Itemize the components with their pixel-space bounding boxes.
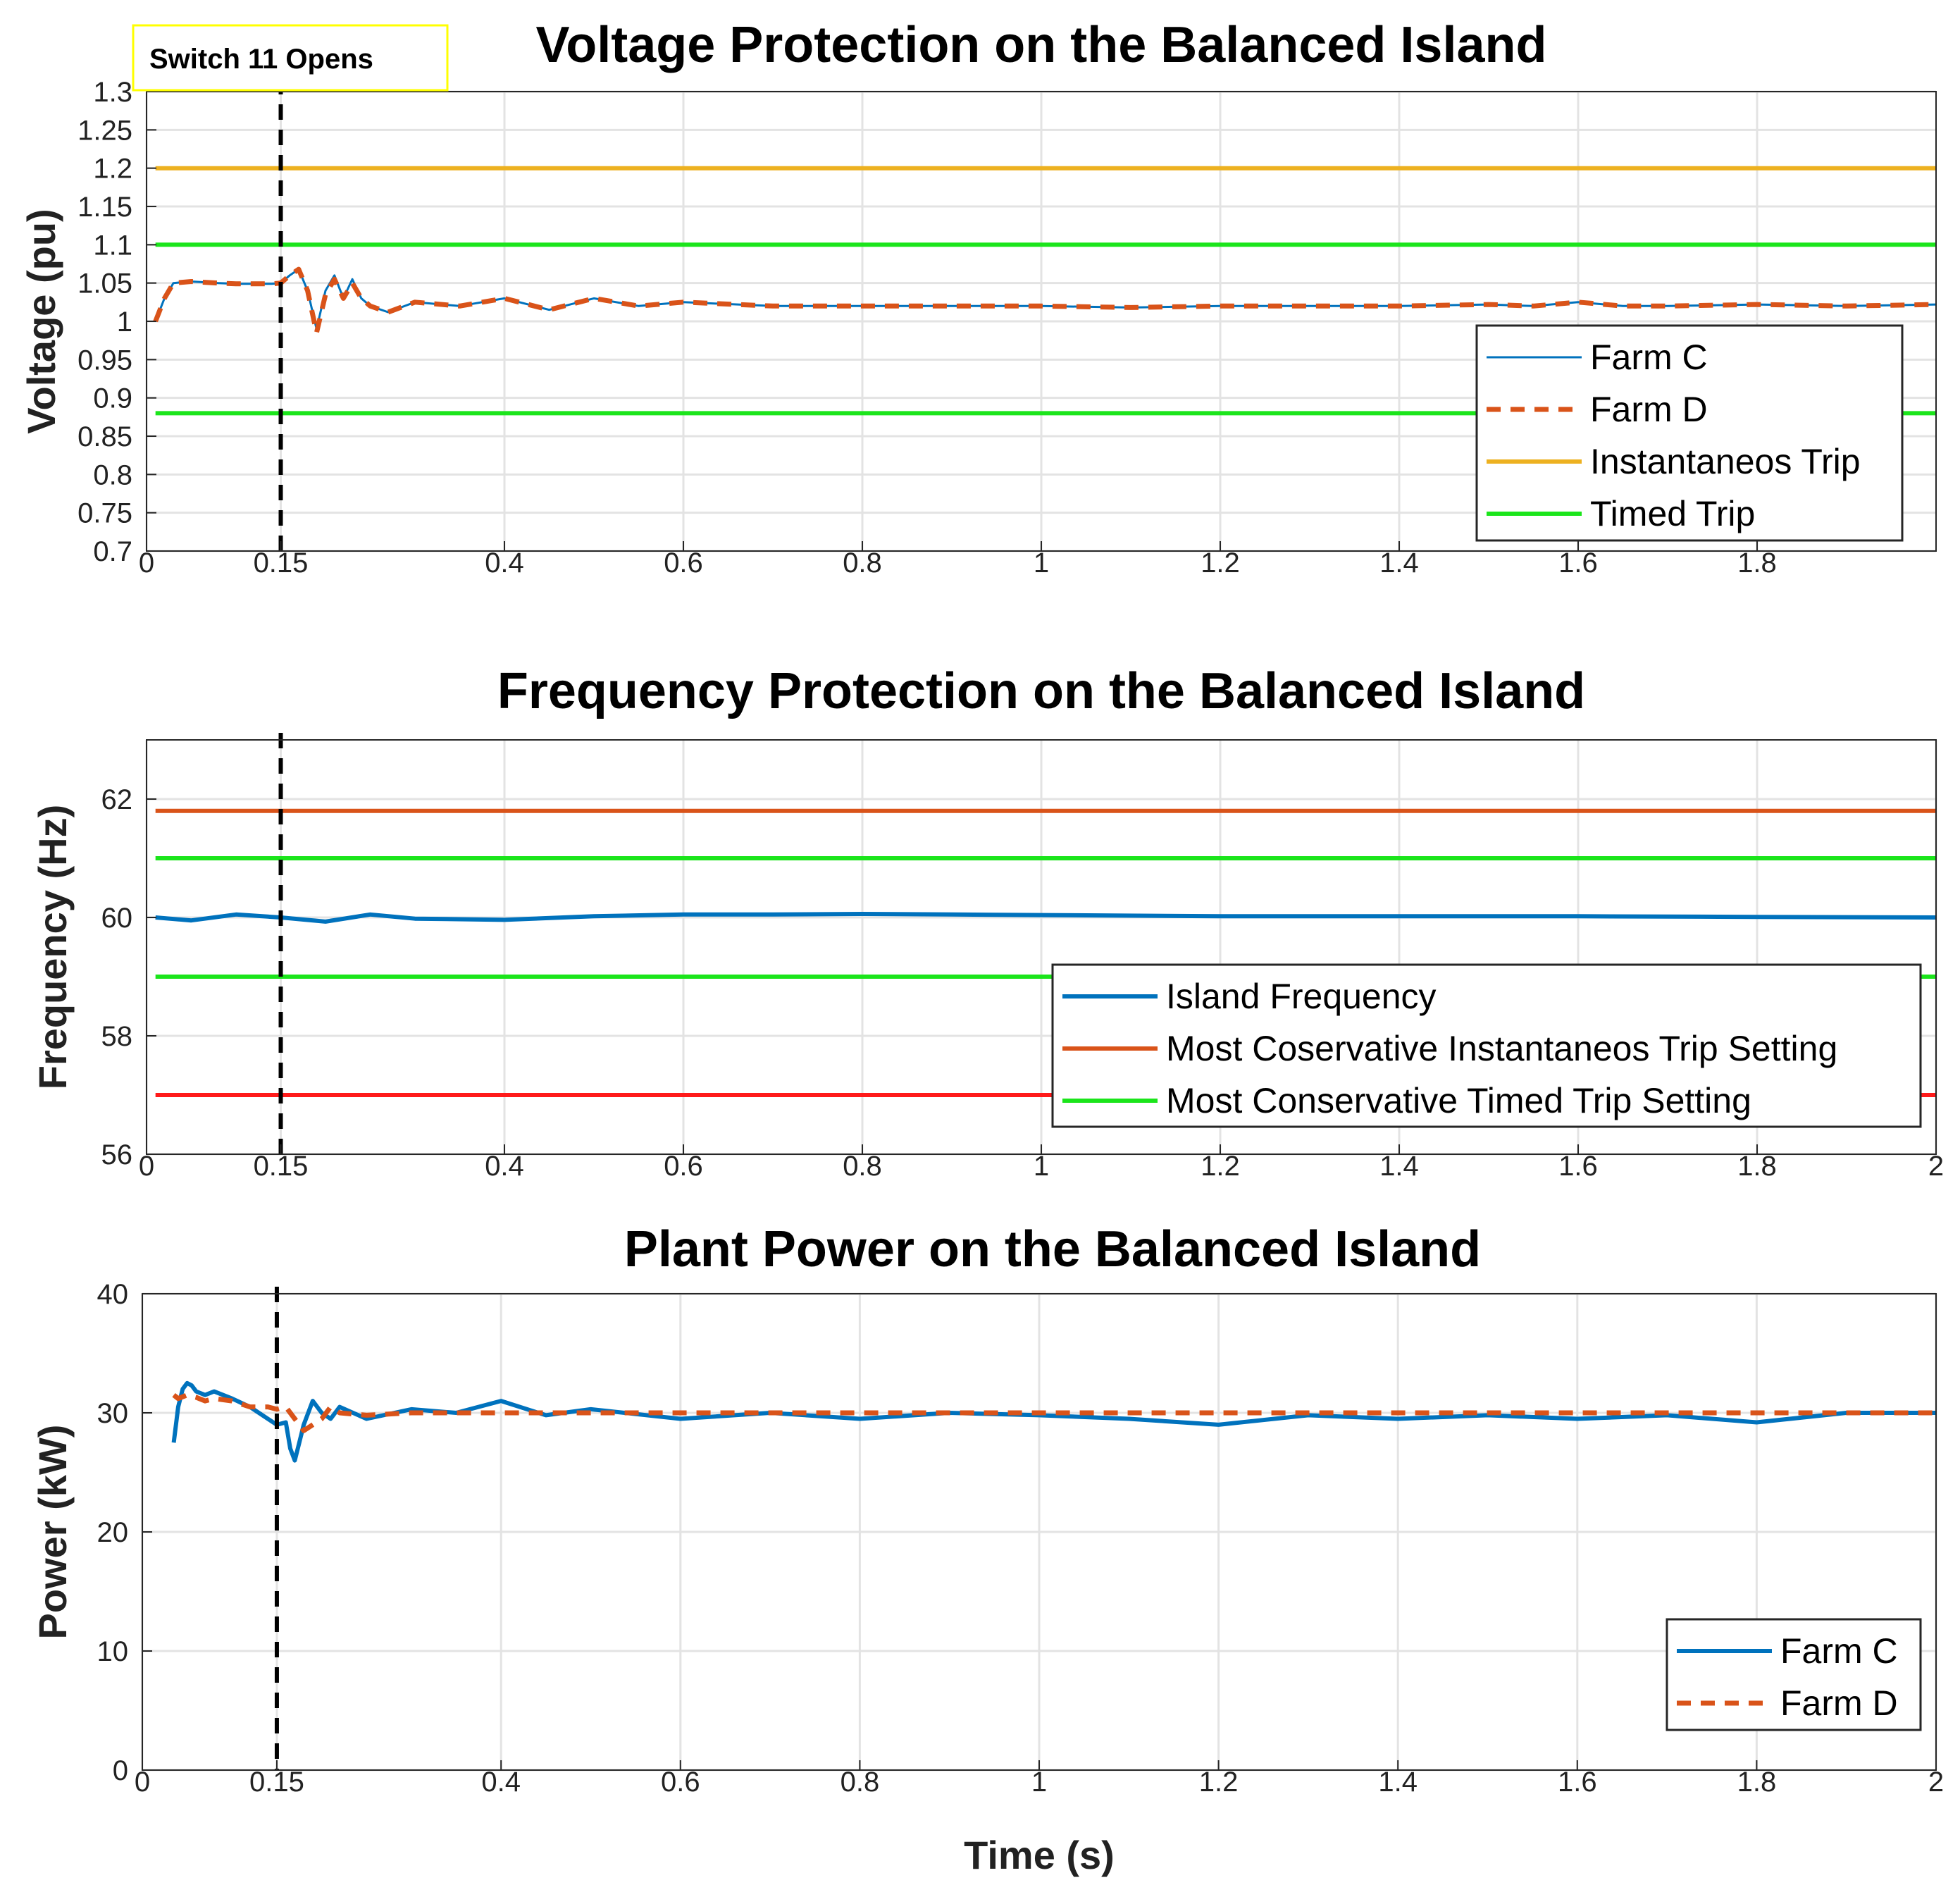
legend-entry: Most Conservative Timed Trip Setting (1166, 1081, 1751, 1120)
y-tick-label: 0 (113, 1755, 128, 1786)
x-tick-label: 0.8 (843, 1151, 882, 1182)
x-tick-label: 1.2 (1199, 1767, 1239, 1798)
legend-entry: Most Coservative Instantaneos Trip Setti… (1166, 1029, 1837, 1068)
x-tick-label: 1.8 (1737, 1151, 1777, 1182)
x-tick-label: 0 (139, 548, 154, 579)
x-tick-label: 1.2 (1201, 1151, 1240, 1182)
y-tick-label: 62 (101, 784, 133, 815)
legend-box (1666, 1618, 1922, 1731)
x-tick-label: 2 (1928, 1151, 1944, 1182)
series-line-farm-c (171, 1380, 1936, 1463)
y-tick-label: 1 (117, 307, 132, 338)
y-tick-label: 58 (101, 1021, 133, 1052)
series-line-island-frequency (155, 912, 1937, 924)
legend-entry: Farm D (1780, 1683, 1898, 1723)
y-axis-label: Power (kW) (30, 1425, 75, 1640)
legend-entry: Farm C (1780, 1631, 1898, 1671)
y-tick-label: 20 (97, 1517, 129, 1548)
x-tick-label: 1.6 (1558, 548, 1598, 579)
x-tick-label: 0.6 (661, 1767, 700, 1798)
series-line-farm-d (172, 1392, 1936, 1433)
y-tick-label: 0.85 (77, 421, 132, 452)
y-tick-label: 10 (97, 1636, 129, 1667)
y-tick-label: 0.7 (93, 536, 132, 567)
x-tick-label: 1.4 (1379, 1151, 1419, 1182)
x-tick-label: 0 (139, 1151, 154, 1182)
chart-title: Voltage Protection on the Balanced Islan… (536, 17, 1547, 73)
x-tick-label: 1.4 (1379, 548, 1419, 579)
x-tick-label: 0.4 (485, 548, 524, 579)
legend-entry: Farm D (1590, 390, 1708, 429)
y-tick-label: 1.1 (93, 230, 132, 261)
x-tick-label: 2 (1928, 1767, 1944, 1798)
legend: Farm C Farm D (1666, 1618, 1922, 1731)
x-tick-label: 1.8 (1737, 548, 1777, 579)
y-tick-label: 60 (101, 903, 133, 934)
chart-title: Frequency Protection on the Balanced Isl… (497, 663, 1585, 719)
legend-box (1051, 963, 1922, 1128)
series-line-farm-d (153, 266, 1937, 335)
y-tick-label: 0.95 (77, 345, 132, 376)
x-axis-label: Time (s) (964, 1833, 1115, 1877)
y-axis-label: Frequency (Hz) (30, 805, 75, 1090)
x-tick-label: 0.15 (254, 548, 309, 579)
legend-entry: Farm C (1590, 338, 1708, 377)
y-tick-label: 1.15 (77, 192, 132, 223)
y-tick-label: 1.3 (93, 77, 132, 108)
y-tick-label: 0.9 (93, 383, 132, 414)
event-annotation: Switch 11 Opens (132, 24, 449, 92)
legend-entry: Timed Trip (1590, 494, 1755, 533)
y-tick-label: 0.8 (93, 459, 132, 490)
y-tick-label: 40 (97, 1279, 129, 1310)
x-tick-label: 0.4 (481, 1767, 521, 1798)
y-tick-label: 0.75 (77, 498, 132, 529)
x-tick-label: 0.15 (254, 1151, 309, 1182)
x-tick-label: 1.6 (1558, 1151, 1598, 1182)
legend-box (1475, 324, 1904, 542)
annotation-box (132, 24, 449, 92)
x-tick-label: 1.4 (1378, 1767, 1418, 1798)
chart-title: Plant Power on the Balanced Island (624, 1221, 1481, 1278)
y-tick-label: 30 (97, 1398, 129, 1429)
legend-entry: Island Frequency (1166, 977, 1437, 1016)
x-tick-label: 0.6 (664, 1151, 703, 1182)
x-tick-label: 1.6 (1558, 1767, 1597, 1798)
x-tick-label: 1.8 (1737, 1767, 1777, 1798)
x-tick-label: 1.2 (1201, 548, 1240, 579)
y-tick-label: 1.05 (77, 268, 132, 299)
y-tick-label: 56 (101, 1139, 133, 1170)
x-tick-label: 1 (1031, 1767, 1047, 1798)
y-tick-label: 1.2 (93, 154, 132, 185)
x-tick-label: 0.8 (841, 1767, 880, 1798)
x-tick-label: 1 (1034, 1151, 1049, 1182)
chart-panel-1: 0 0.15 0.4 0.6 0.8 1 1.2 1.4 1.6 1.8 0.7 0.75 0.8 0.8… (19, 17, 1937, 579)
legend-entry: Instantaneos Trip (1590, 442, 1861, 481)
y-axis-label: Voltage (pu) (19, 209, 63, 433)
x-tick-label: 0 (135, 1767, 150, 1798)
x-tick-label: 0.15 (249, 1767, 304, 1798)
x-tick-label: 1 (1034, 548, 1049, 579)
annotation-label: Switch 11 Opens (149, 44, 373, 75)
y-tick-label: 1.25 (77, 115, 132, 146)
x-tick-label: 0.4 (485, 1151, 524, 1182)
x-tick-label: 0.6 (664, 548, 703, 579)
x-tick-label: 0.8 (843, 548, 882, 579)
